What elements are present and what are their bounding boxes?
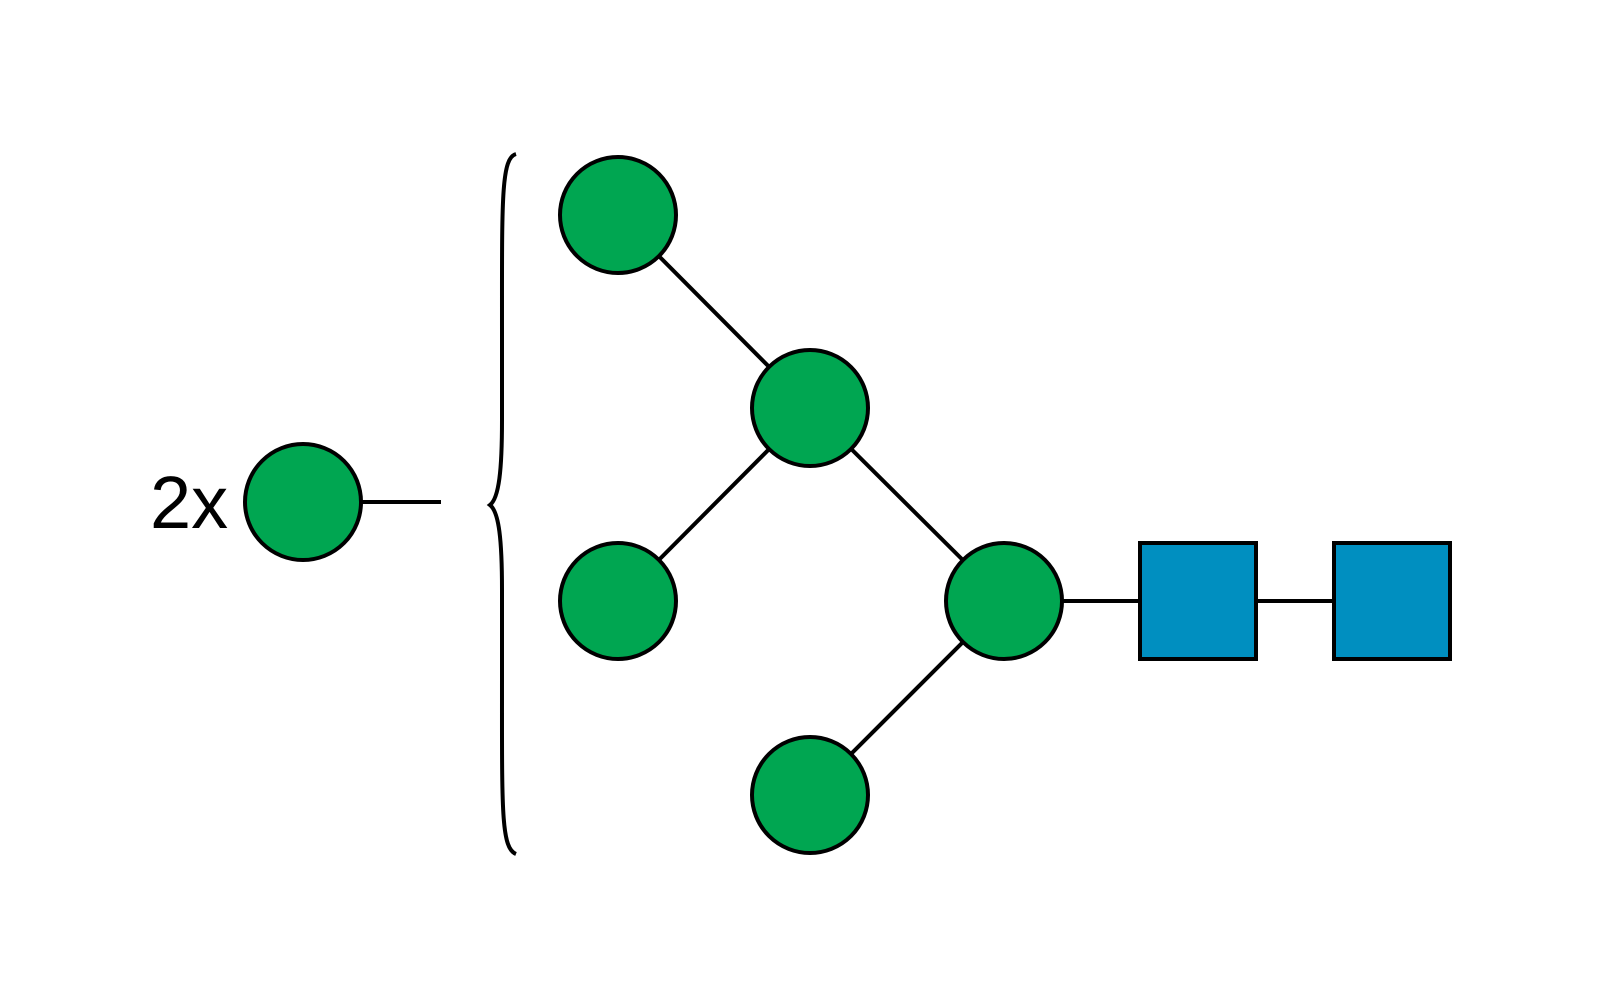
glycosidic-links: [303, 213, 1392, 797]
antenna-top-circle: [558, 155, 678, 275]
root-square-2: [1332, 541, 1452, 661]
antenna-bottom-circle: [750, 735, 870, 855]
root-square-1: [1138, 541, 1258, 661]
antenna-brace: [486, 152, 517, 856]
multiplier-label: 2x: [150, 461, 228, 544]
branch-mid-circle: [750, 348, 870, 468]
branch-core-circle: [944, 541, 1064, 661]
repeat-unit-circle: [243, 442, 363, 562]
antenna-middle-circle: [558, 541, 678, 661]
